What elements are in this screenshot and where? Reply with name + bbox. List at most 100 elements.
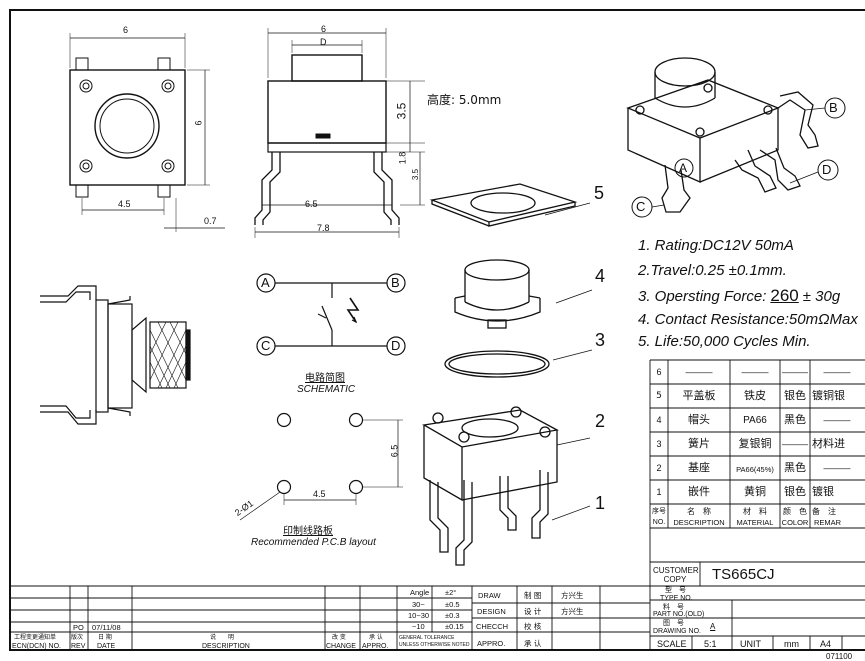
tolerance-r1-range: 30~ — [412, 600, 425, 609]
part-label-en: PART NO.(OLD) — [653, 611, 705, 618]
schematic-title-cn: 电路简图 — [305, 373, 345, 384]
schematic-node-c: C — [261, 338, 271, 353]
callout-d: D — [822, 162, 832, 177]
schematic-diagram — [256, 273, 406, 356]
sig-appro-en: APPRO. — [477, 639, 506, 648]
part-number-4: 4 — [595, 266, 606, 286]
sig-draw-name: 方兴生 — [561, 591, 584, 600]
scale-value: 5:1 — [704, 639, 717, 649]
spec-life: 5. Life:50,000 Cycles Min. — [638, 333, 811, 350]
bom-row-6-no: 6 — [656, 367, 662, 377]
rev-rev-en: REV — [71, 643, 86, 650]
bom-header-no-en: NO. — [652, 519, 666, 526]
schematic-node-b: B — [391, 275, 400, 290]
sig-design-cn: 设 计 — [524, 607, 542, 616]
tolerance-angle-label: Angle — [410, 588, 430, 597]
bom-row-5-no: 5 — [656, 391, 662, 401]
tolerance-caption-2: UNLESS OTHERWISE NOTED — [399, 642, 470, 648]
bom-header-color-cn: 颜 色 — [783, 507, 807, 516]
part-number-2: 2 — [595, 411, 606, 431]
bom-row-1-material: 黄铜 — [744, 485, 766, 498]
part-label-cn: 料 号 — [663, 603, 684, 611]
dim-pin-offset: 0.7 — [204, 216, 217, 226]
bom-row-3-no: 3 — [656, 439, 662, 449]
dim-body-width: 6.5 — [305, 199, 318, 209]
bom-header-no-cn: 序号 — [652, 507, 666, 515]
tolerance-r2-range: 10~30 — [408, 611, 430, 620]
bom-row-4-material: PA66 — [743, 415, 767, 426]
callout-a: A — [679, 161, 688, 175]
bom-row-2-name: 基座 — [688, 461, 710, 474]
bom-header-color-en: COLOR — [781, 518, 809, 527]
unit-value: mm — [784, 639, 799, 649]
sig-check-en: CHECCH — [476, 622, 509, 631]
sig-design-en: DESIGN — [477, 607, 506, 616]
bom-row-2-remark: ——— — [823, 463, 851, 473]
rev-date-cn: 日 期 — [98, 634, 112, 641]
callout-b: B — [829, 100, 838, 115]
sig-appro-cn: 承 认 — [524, 639, 542, 648]
spec-force-prefix: 3. Opersting Force: — [638, 288, 767, 305]
dim-3-5b: 3.5 — [411, 168, 421, 181]
type-label-en: TYPE NO. — [660, 595, 693, 602]
side-view — [254, 28, 425, 238]
dim-lead-span: 7.8 — [317, 223, 330, 233]
top-view — [69, 33, 225, 232]
dim-top-width: 6 — [123, 25, 129, 35]
spec-force-suffix: ± 30g — [802, 288, 841, 305]
type-label-cn: 型 号 — [665, 586, 686, 594]
rev-desc-cn: 说 明 — [210, 634, 235, 641]
rev-desc-en: DESCRIPTION — [202, 643, 250, 650]
spec-rating: 1. Rating:DC12V 50mA — [638, 237, 794, 254]
dim-1-8: 1.8 — [397, 151, 408, 165]
sig-draw-cn: 制 图 — [524, 591, 542, 600]
schematic-title-en: SCHEMATIC — [297, 384, 356, 395]
dim-side-width: 6 — [321, 24, 327, 34]
drawing-label-cn: 图 号 — [663, 619, 684, 627]
bom-row-3-name: 簧片 — [688, 437, 710, 450]
rev-po-date: 07/11/08 — [92, 623, 121, 632]
sig-draw-en: DRAW — [478, 591, 501, 600]
exploded-parts — [422, 183, 593, 566]
bom-row-2-no: 2 — [656, 463, 662, 473]
dim-top-height: 6 — [193, 120, 204, 126]
schematic-node-a: A — [261, 275, 270, 290]
bom-row-2-color: 黑色 — [784, 461, 806, 474]
bom-row-3-material: 复银铜 — [738, 437, 772, 450]
tolerance-r3-range: ~10 — [412, 622, 425, 631]
bom-row-3-remark: 材料进 — [812, 438, 845, 449]
spec-force-value: 260 — [770, 286, 799, 305]
scale-label: SCALE — [657, 639, 687, 649]
height-label: 高度: 5.0mm — [427, 93, 502, 107]
tolerance-r3: ±0.15 — [445, 622, 464, 631]
sheet-border — [9, 9, 865, 651]
dim-pcb-width: 4.5 — [313, 489, 326, 499]
rev-appro-en: APPRO. — [362, 643, 389, 650]
rev-date-en: DATE — [97, 643, 116, 650]
dim-3-5a: 3.5 — [394, 102, 409, 120]
dim-pin-spacing: 4.5 — [118, 199, 131, 209]
bom-header-remark-en: REMAR — [814, 518, 842, 527]
rev-rev-cn: 版次 — [71, 634, 84, 641]
dim-side-plunger: D — [320, 37, 327, 47]
rev-appro-cn: 承 认 — [369, 634, 383, 641]
bom-row-1-color: 银色 — [784, 485, 806, 498]
bom-row-4-no: 4 — [656, 415, 662, 425]
spec-force: 3. Opersting Force:260± 30g — [638, 286, 840, 306]
sig-check-cn: 校 核 — [524, 622, 542, 631]
dim-pcb-height: 6.5 — [389, 444, 400, 458]
bom-table — [649, 359, 865, 650]
isometric-assembled-view — [626, 57, 846, 218]
type-number-value: TS665CJ — [712, 566, 775, 583]
bom-row-5-remark: 镀铜银 — [812, 390, 845, 401]
bom-row-4-remark: ——— — [823, 415, 851, 425]
drawing-rev: A — [710, 622, 716, 631]
paper-size: A4 — [820, 639, 832, 649]
tolerance-r1: ±0.5 — [445, 600, 460, 609]
bom-row-1-name: 嵌件 — [688, 485, 710, 498]
part-number-1: 1 — [595, 493, 606, 513]
bom-row-1-remark: 镀银 — [812, 486, 834, 497]
rev-change-cn: 改 变 — [332, 634, 346, 641]
drawing-number-partial: 071100 — [826, 652, 853, 661]
